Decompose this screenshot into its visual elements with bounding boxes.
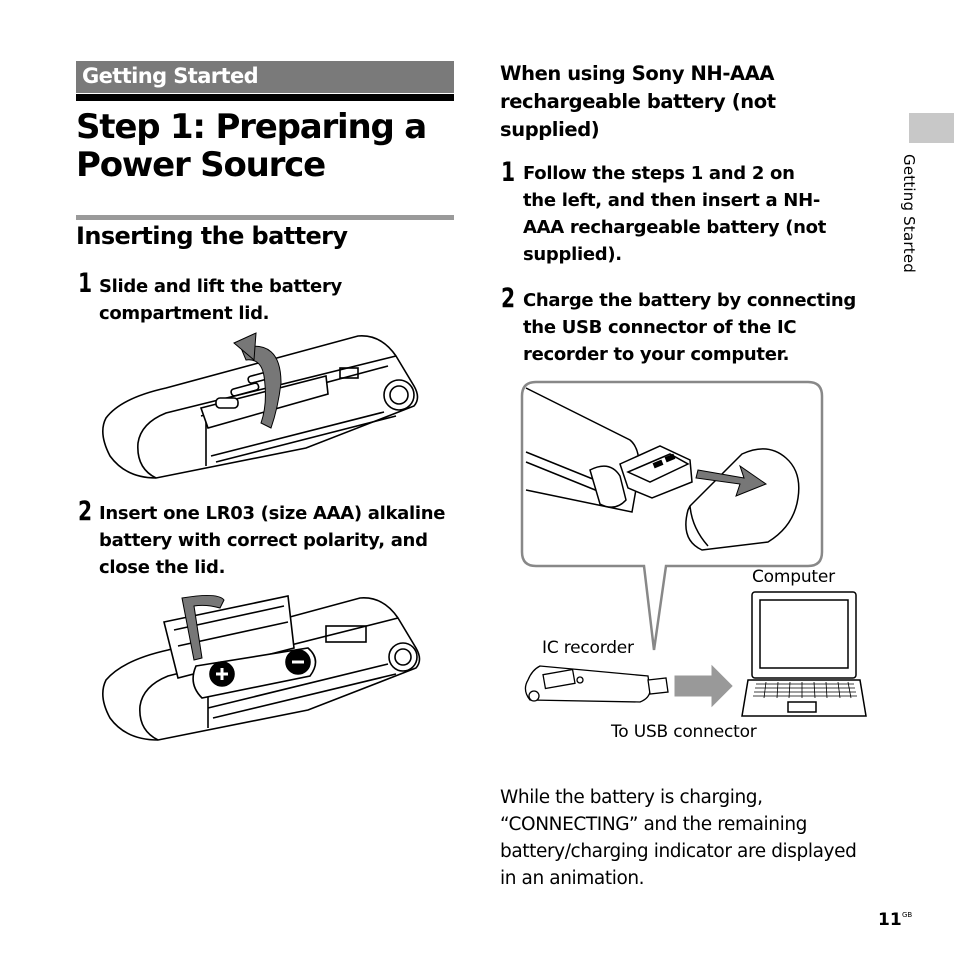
section-tab-label: Getting Started — [82, 64, 259, 88]
rechargeable-heading: When using Sony NH-AAA rechargeable batt… — [500, 62, 776, 141]
side-tab-marker — [909, 113, 954, 143]
recorder-lid-illustration — [102, 332, 419, 479]
charging-note: While the battery is charging, “CONNECTI… — [500, 787, 857, 889]
step-instruction: Follow the steps 1 and 2 on the left, an… — [523, 163, 827, 265]
usb-connector-label: To USB connector — [611, 722, 757, 742]
step-number: 1 — [78, 268, 93, 299]
computer-label: Computer — [752, 567, 835, 587]
page-title: Step 1: Preparing a Power Source — [76, 107, 427, 185]
usb-connection-illustration — [520, 380, 867, 717]
step-number: 1 — [501, 157, 516, 188]
section-divider — [76, 94, 454, 101]
step-number: 2 — [78, 496, 93, 527]
page-region: GB — [902, 911, 913, 919]
battery-insertion-illustration — [102, 594, 421, 741]
step-instruction: Charge the battery by connecting the USB… — [523, 290, 856, 365]
ic-recorder-label: IC recorder — [542, 638, 634, 658]
step-instruction: Slide and lift the battery compartment l… — [99, 276, 342, 324]
step-instruction: Insert one LR03 (size AAA) alkaline batt… — [99, 503, 446, 578]
subheading-inserting: Inserting the battery — [76, 222, 348, 250]
page-number: 11 — [878, 910, 902, 930]
side-section-label: Getting Started — [900, 154, 918, 273]
subheading-rule — [76, 215, 454, 220]
section-tab: Getting Started — [76, 61, 454, 93]
step-number: 2 — [501, 283, 516, 314]
